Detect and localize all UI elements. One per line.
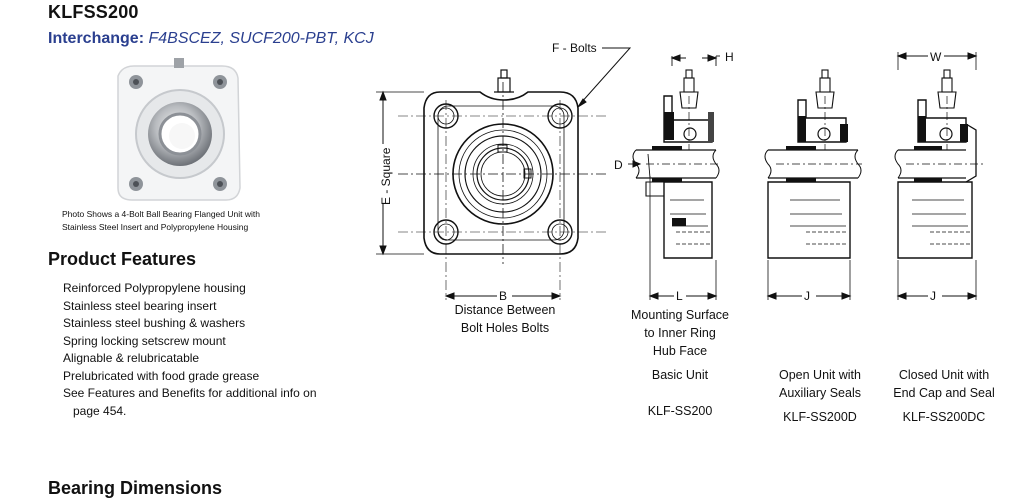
features-list: Reinforced Polypropylene housing Stainle… (63, 280, 323, 420)
feature-item: See Features and Benefits for additional… (63, 386, 317, 400)
photo-caption-line: Photo Shows a 4-Bolt Ball Bearing Flange… (62, 209, 260, 219)
open-unit-part-number: KLF-SS200D (783, 410, 857, 424)
product-title: KLFSS200 (48, 2, 139, 22)
feature-item: Reinforced Polypropylene housing (63, 281, 246, 295)
label-d: D (614, 158, 623, 172)
basic-unit-caption: Mounting Surface to Inner Ring Hub Face … (610, 306, 750, 420)
open-unit-caption: Open Unit with Auxiliary Seals KLF-SS200… (750, 366, 890, 426)
interchange-line: Interchange: F4BSCEZ, SUCF200-PBT, KCJ (48, 30, 374, 48)
closed-unit-caption: Closed Unit with End Cap and Seal KLF-SS… (874, 366, 1014, 426)
basic-unit-side-view (628, 54, 720, 300)
closed-unit-name-line: End Cap and Seal (893, 386, 995, 400)
photo-caption-line: Stainless Steel Insert and Polypropylene… (62, 222, 249, 232)
label-l: L (676, 289, 683, 303)
basic-unit-part-number: KLF-SS200 (647, 404, 713, 418)
open-unit-name-line: Open Unit with (779, 368, 861, 382)
b-caption-line: Bolt Holes Bolts (460, 321, 550, 335)
feature-item-continued: page 454. (63, 403, 323, 421)
interchange-values: F4BSCEZ, SUCF200-PBT, KCJ (148, 30, 374, 47)
closed-unit-part-number: KLF-SS200DC (902, 410, 986, 424)
interchange-label: Interchange: (48, 30, 145, 47)
features-heading: Product Features (48, 249, 197, 269)
open-unit-side-view (764, 69, 862, 300)
feature-continuation: page 454. (73, 403, 127, 418)
feature-item: Alignable & relubricatable (63, 351, 200, 365)
label-e-square: E - Square (379, 147, 393, 205)
label-h: H (725, 50, 734, 64)
feature-item: Stainless steel bearing insert (63, 298, 217, 313)
closed-unit-name-line: Closed Unit with (898, 368, 990, 382)
label-j-closed: J (930, 289, 936, 303)
b-caption: Distance Between Bolt Holes Bolts (430, 301, 580, 337)
feature-item: Spring locking setscrew mount (63, 333, 226, 348)
mounting-caption-line: Mounting Surface (631, 308, 729, 322)
feature-item: Stainless steel bushing & washers (63, 316, 246, 330)
closed-unit-side-view (894, 52, 986, 300)
basic-unit-name: Basic Unit (651, 368, 709, 382)
label-f-bolts: F - Bolts (552, 41, 597, 55)
open-unit-name-line: Auxiliary Seals (779, 386, 861, 400)
product-photo (117, 58, 241, 201)
mounting-caption-line: to Inner Ring (644, 326, 716, 340)
front-view (376, 47, 632, 300)
photo-caption: Photo Shows a 4-Bolt Ball Bearing Flange… (62, 208, 282, 234)
label-w: W (930, 50, 942, 64)
bearing-dimensions-heading: Bearing Dimensions (48, 478, 223, 498)
mounting-caption-line: Hub Face (652, 344, 708, 358)
b-caption-line: Distance Between (454, 303, 556, 317)
feature-item: Prelubricated with food grade grease (63, 368, 260, 383)
label-j-open: J (804, 289, 810, 303)
label-b: B (499, 289, 507, 303)
